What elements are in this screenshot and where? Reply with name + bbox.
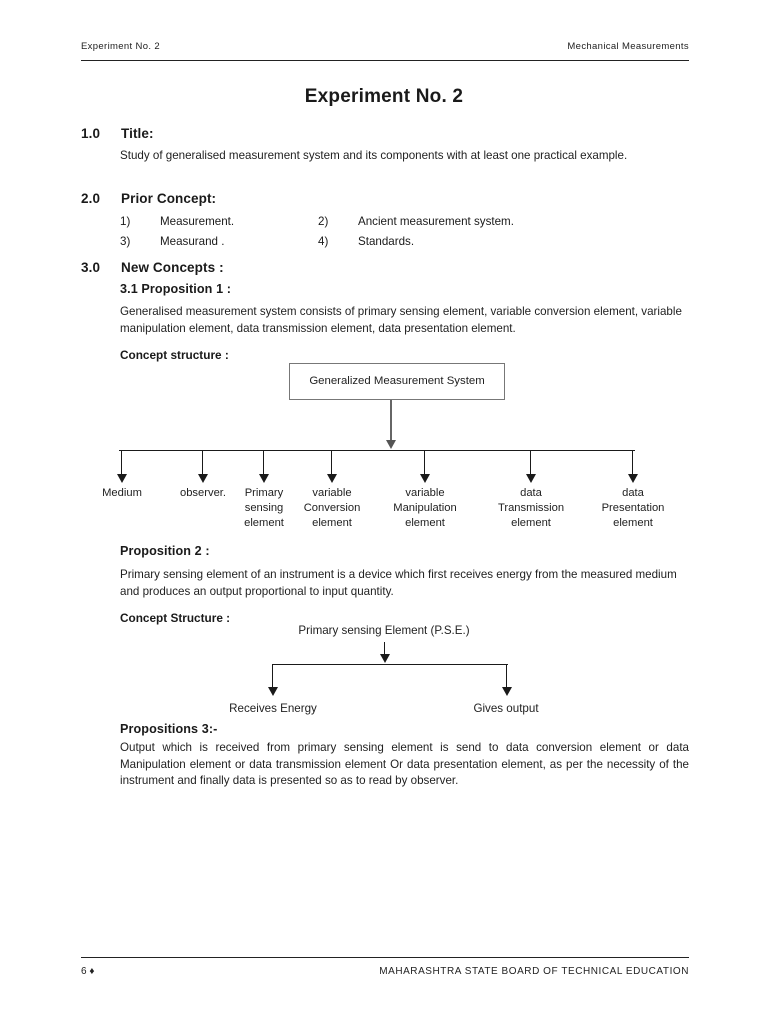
branch-label-data-transmission-element: data Transmission element [497,487,565,529]
pse-root-stem-line [384,642,386,657]
concept-structure-label-2: Concept Structure : [120,611,231,625]
branch-line-7 [632,450,634,477]
branch-label-data-presentation-element: data Presentation element [601,487,665,529]
branch-arrow-icon-2 [198,474,208,483]
branch-label-medium: Medium [102,487,142,499]
branch-arrow-icon-4 [327,474,337,483]
page-footer: 6 ♦ MAHARASHTRA STATE BOARD OF TECHNICAL… [81,966,689,977]
branch-line-1 [121,450,123,477]
branch-line-3 [263,450,265,477]
section-1-number: 1.0 [81,126,101,141]
branch-arrow-icon-1 [117,474,127,483]
branch-arrow-icon-7 [628,474,638,483]
pse-bus-line [272,664,508,666]
list-item-label: Measurement. [160,215,235,228]
pse-right-branch-line [506,664,508,690]
branch-label-variable-manipulation-element: variable Manipulation element [393,487,457,529]
section-prior-concept: 2.0 Prior Concept: [81,191,689,206]
branch-label-variable-conversion-element: variable Conversion element [303,487,361,529]
branch-line-5 [424,450,426,477]
page-title: Experiment No. 2 [304,86,464,107]
section-2-heading: 2.0 Prior Concept: [81,191,689,206]
list-item: 3) Measurand . [120,232,318,252]
section-2-label: Prior Concept: [121,191,217,206]
list-item: 4) Standards. [318,232,618,252]
list-item-number: 4) [318,235,329,248]
branch-arrow-icon-6 [526,474,536,483]
list-item-label: Standards. [358,235,415,248]
section-3-label: New Concepts : [121,260,224,275]
page-number: 6 [81,966,87,977]
proposition-1-block: 3.1 Proposition 1 : Generalised measurem… [120,282,690,362]
branch-bus-line [119,450,635,452]
branch-line-6 [530,450,532,477]
list-item: 2) Ancient measurement system. [318,212,618,232]
footer-rule [81,957,689,958]
list-item: 1) Measurement. [120,212,318,232]
prior-concept-list: 1) Measurement. 2) Ancient measurement s… [120,212,640,252]
branch-line-2 [202,450,204,477]
proposition-2-body: Primary sensing element of an instrument… [120,568,677,598]
list-row: 1) Measurement. 2) Ancient measurement s… [120,212,640,232]
section-3-number: 3.0 [81,260,101,275]
list-row: 3) Measurand . 4) Standards. [120,232,640,252]
branch-line-4 [331,450,333,477]
proposition-1-heading: 3.1 Proposition 1 : [120,282,232,296]
section-1-body: Study of generalised measurement system … [120,149,628,162]
root-arrow-icon [386,440,396,449]
proposition-2-block: Proposition 2 : Primary sensing element … [120,544,690,625]
pse-root-label: Primary sensing Element (P.S.E.) [298,624,470,637]
section-title: 1.0 Title: Study of generalised measurem… [81,126,689,165]
branch-label-primary-sensing-element: Primary sensing element [244,487,284,529]
proposition-1-body: Generalised measurement system consists … [120,305,682,335]
proposition-3-heading: Propositions 3:- [120,722,218,736]
list-item-number: 2) [318,215,329,228]
pse-leaf-receives-energy: Receives Energy [229,702,317,715]
diamond-icon: ♦ [89,966,95,977]
section-1-label: Title: [121,126,154,141]
footer-organization: MAHARASHTRA STATE BOARD OF TECHNICAL EDU… [379,966,689,977]
list-item-label: Measurand . [160,235,225,248]
proposition-2-heading: Proposition 2 : [120,544,210,558]
concept-structure-label-1: Concept structure : [120,348,229,362]
branch-arrow-icon-3 [259,474,269,483]
pse-root-arrow-icon [380,654,390,663]
running-head-right: Mechanical Measurements [567,41,689,52]
section-3-heading: 3.0 New Concepts : [81,260,689,275]
list-item-label: Ancient measurement system. [358,215,514,228]
running-head: Experiment No. 2 Mechanical Measurements [81,41,689,52]
branch-arrow-icon-5 [420,474,430,483]
header-rule [81,60,689,61]
section-new-concepts: 3.0 New Concepts : [81,260,689,275]
footer-left: 6 ♦ [81,966,94,977]
proposition-3-body: Output which is received from primary se… [120,741,689,787]
list-item-number: 1) [120,215,131,228]
section-2-number: 2.0 [81,191,101,206]
proposition-3-block: Propositions 3:- Output which is receive… [120,722,689,790]
pse-left-arrow-icon [268,687,278,696]
root-stem-line [390,400,392,442]
branch-label-observer: observer. [179,487,227,499]
section-1-heading: 1.0 Title: [81,126,689,141]
list-item-number: 3) [120,235,131,248]
root-node-box: Generalized Measurement System [289,363,505,400]
running-head-left: Experiment No. 2 [81,41,160,52]
pse-leaf-gives-output: Gives output [473,702,539,715]
pse-right-arrow-icon [502,687,512,696]
pse-left-branch-line [272,664,274,690]
